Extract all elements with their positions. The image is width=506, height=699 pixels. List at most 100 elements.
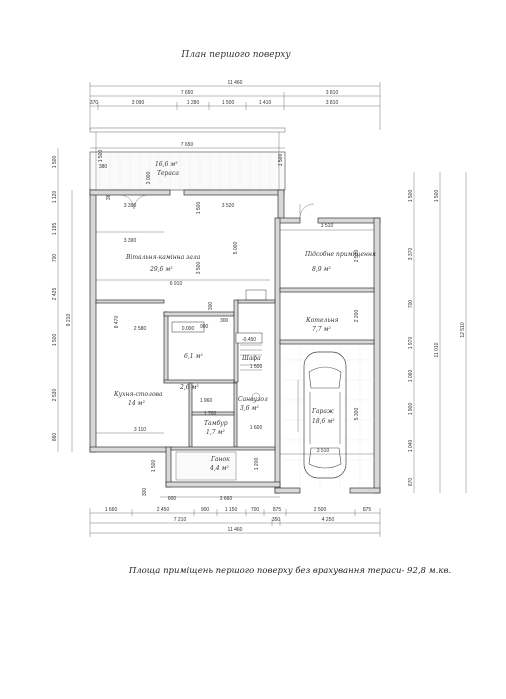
boiler-room: Котельня 7,7 м² 2 200	[305, 310, 360, 333]
dim-left-7: 2 530	[52, 389, 58, 402]
dim-terrace-width: 7 650	[181, 142, 194, 148]
top-dimensions: 11 460 7 650 3 810 370 3 090 1 280 1 500…	[89, 80, 381, 130]
boiler-area: 7,7 м²	[312, 326, 331, 333]
dim-5000: 5 000	[233, 242, 239, 255]
dim-left-6: 1 500	[52, 334, 58, 347]
dim-1500-small: 1 500	[250, 364, 263, 370]
dim-2530: 2 530	[354, 250, 360, 263]
dim-right-1: 1 500	[408, 190, 414, 203]
dim-right-7: 1 040	[408, 440, 414, 453]
vestibule-label: Тамбур	[204, 420, 228, 427]
wc-label: Санвузол	[238, 396, 268, 403]
dim-left-2: 1 120	[52, 191, 58, 204]
dim-left-8: 860	[52, 433, 58, 442]
plan-title: План першого поверху	[180, 50, 291, 60]
dim-right-mid-2: 11 010	[434, 342, 440, 357]
dim-bottom-4: 1 150	[225, 507, 238, 513]
garage: Гараж 18,6 м² 3 510 5 300	[280, 344, 374, 488]
living-room: Вітальня-камінна зала 29,6 м² 3 390 3 52…	[96, 194, 270, 332]
bottom-dimensions: 600 3 660 300 1 660 2 450 900 1 150 700 …	[89, 488, 381, 537]
dim-300-b: 300	[220, 318, 229, 324]
terrace-area: 16,6 м²	[155, 161, 178, 168]
exterior-walls	[89, 189, 381, 494]
dim-bottom-8: 875	[363, 507, 372, 513]
dim-3390-b: 3 390	[124, 238, 137, 244]
dim-1500-porch: 1 500	[151, 460, 157, 473]
dim-bottom-right: 4 250	[322, 517, 335, 523]
dim-380-vert: 380	[106, 192, 112, 201]
dim-bottom-3: 900	[201, 507, 210, 513]
dim-bottom-gap: 350	[272, 517, 281, 523]
dim-right-4: 1 970	[408, 337, 414, 350]
wc-area: 3,6 м²	[240, 405, 259, 412]
dim-8470: 8 470	[114, 316, 120, 329]
dim-600: 600	[168, 496, 177, 502]
garage-area: 18,6 м²	[312, 418, 335, 425]
dim-3520: 3 520	[222, 203, 235, 209]
right-dimensions: 1 500 3 370 700 1 970 1 060 1 900 1 040 …	[408, 172, 467, 493]
dim-bottom-total: 11 460	[228, 527, 243, 533]
dim-seg-5: 1 410	[259, 100, 272, 106]
stairs-area: 6,1 м²	[184, 353, 203, 360]
vestibule-area: 1,7 м²	[206, 429, 225, 436]
kitchen: Кухня-столова 14 м² 3 110 2,6 м²	[96, 384, 199, 434]
porch-label: Ганок	[210, 456, 230, 463]
dim-1500-left: 1 500	[98, 150, 104, 163]
dim-bottom-2: 2 450	[157, 507, 170, 513]
kitchen-area: 14 м²	[128, 400, 146, 407]
dim-6910: 6 910	[170, 281, 183, 287]
living-label: Вітальня-камінна зала	[125, 254, 201, 261]
dim-right-6: 1 900	[408, 403, 414, 416]
dim-right-2: 3 370	[408, 248, 414, 261]
porch: Ганок 4,4 м² 1 200 1 500	[151, 451, 260, 481]
dim-300: 300	[208, 302, 214, 311]
dim-1200: 1 200	[254, 458, 260, 471]
porch-area: 4,4 м²	[209, 465, 229, 472]
footer-note: Площа приміщень першого поверху без врах…	[128, 565, 451, 576]
dim-2200: 2 200	[354, 310, 360, 323]
dim-seg-6: 3 810	[326, 100, 339, 106]
dim-1960: 1 960	[200, 398, 213, 404]
utility-label: Підсобне приміщення	[304, 251, 376, 258]
terrace-label: Тераса	[157, 170, 179, 177]
dim-1500-terrace: 1 500	[278, 154, 284, 167]
dim-900: 900	[200, 324, 209, 330]
dim-left-5: 2 425	[52, 288, 58, 301]
dim-bottom-1: 1 660	[105, 507, 118, 513]
dim-bottom-6: 875	[273, 507, 282, 513]
dim-right-mid-1: 1 500	[434, 190, 440, 203]
dim-left-1: 1 500	[52, 156, 58, 169]
dim-seg-2: 3 090	[132, 100, 145, 106]
dim-seg-3: 1 280	[187, 100, 200, 106]
dim-3500: 3 500	[196, 262, 202, 275]
garage-label: Гараж	[311, 408, 334, 415]
dim-bottom-left: 7 210	[174, 517, 187, 523]
dim-total-top: 11 460	[228, 80, 243, 86]
living-area: 29,6 м²	[149, 266, 173, 273]
dim-3510: 3 510	[321, 223, 334, 229]
wc-vestibule: Санвузол 3,6 м² Тамбур 1,7 м² 1 960 1 70…	[200, 392, 268, 436]
dim-seg-1: 370	[90, 100, 99, 106]
dim-right-3: 700	[408, 300, 414, 309]
dim-1700: 1 700	[204, 411, 217, 417]
dim-300-bottom: 300	[142, 488, 148, 497]
dim-right-total: 12 510	[460, 322, 466, 338]
dim-3510-garage: 3 510	[317, 448, 330, 454]
stair-block: 0.000 6,1 м² -0.450 Шафа 900 1 500 300	[171, 318, 263, 371]
dim-1500-living: 1 500	[196, 202, 202, 215]
dim-3110: 3 110	[134, 427, 146, 433]
dim-3660: 3 660	[220, 496, 233, 502]
left-dimensions: 1 500 1 120 1 195 700 2 425 1 500 2 530 …	[52, 148, 104, 452]
utility-area: 8,9 м²	[312, 266, 331, 273]
dim-right-8: 670	[408, 478, 414, 487]
dim-3390: 3 390	[124, 203, 137, 209]
dim-380: 380	[99, 164, 108, 170]
dim-right-top: 3 810	[326, 90, 339, 96]
dim-left-4: 700	[52, 254, 58, 263]
dim-right-5: 1 060	[408, 370, 414, 383]
dim-2580: 2 580	[134, 326, 147, 332]
wardrobe-label: Шафа	[241, 355, 261, 362]
boiler-label: Котельня	[305, 317, 339, 324]
kitchen-label: Кухня-столова	[113, 391, 163, 398]
dim-bottom-5: 700	[251, 507, 260, 513]
